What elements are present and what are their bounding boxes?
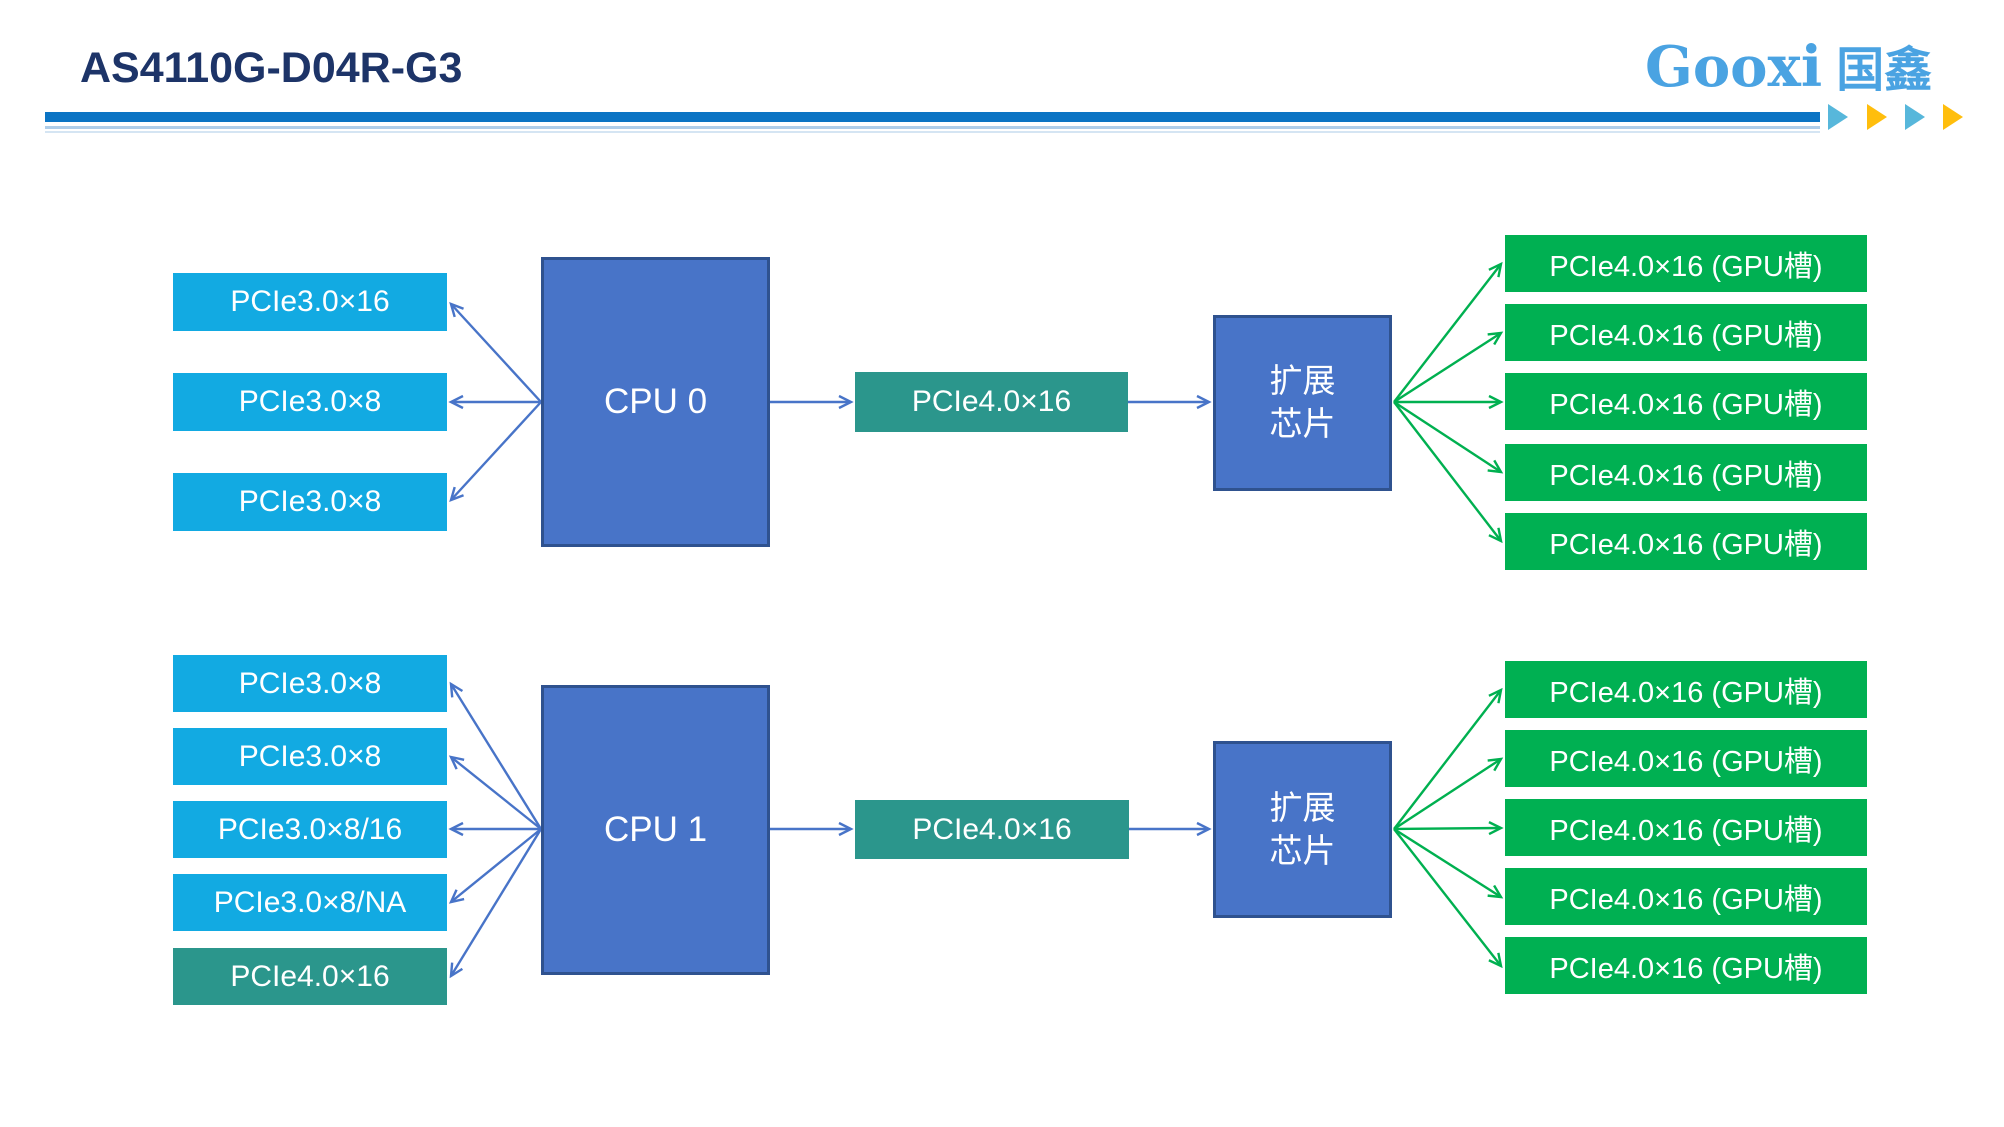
- expander-line2: 芯片: [1269, 405, 1336, 442]
- pcie-slot: PCIe3.0×16: [173, 273, 447, 331]
- arrow-expander-gpu0-top: [1393, 261, 1503, 403]
- accent-triangle-icon: [1943, 104, 1963, 130]
- arrow-cpu1-slot0: [449, 681, 543, 830]
- page-title: AS4110G-D04R-G3: [80, 44, 463, 92]
- header-rule-bar: [45, 112, 1820, 122]
- gpu-slot: PCIe4.0×16 (GPU槽): [1505, 868, 1867, 925]
- pcie-slot: PCIe3.0×8/16: [173, 801, 447, 858]
- arrow-expander-gpu1-bottom: [1393, 757, 1504, 831]
- arrow-cpu0-slot0: [449, 302, 542, 403]
- gooxi-logo: Gooxi 国鑫: [1645, 30, 1965, 100]
- arrow-cpu0-slot2: [449, 401, 542, 502]
- gpu-slot: PCIe4.0×16 (GPU槽): [1505, 937, 1867, 994]
- gpu-slot: PCIe4.0×16 (GPU槽): [1505, 304, 1867, 361]
- expander-line1: 扩展: [1269, 362, 1336, 400]
- pcie-slot: PCIe3.0×8/NA: [173, 874, 447, 931]
- header-rule-light: [45, 126, 1820, 129]
- arrow-cpu1-slot1: [448, 755, 542, 830]
- expander-line2: 芯片: [1269, 831, 1336, 869]
- pcie-slot: PCIe3.0×8: [173, 473, 447, 531]
- pcie-slot: PCIe3.0×8: [173, 728, 447, 785]
- expander-chip-block: 扩展 芯片: [1213, 315, 1392, 491]
- gpu-slot: PCIe4.0×16 (GPU槽): [1505, 661, 1867, 718]
- header-rule-faint: [45, 131, 1820, 133]
- gpu-slot: PCIe4.0×16 (GPU槽): [1505, 799, 1867, 856]
- uplink-pcie-block: PCIe4.0×16: [855, 800, 1129, 859]
- logo-latin-text: Gooxi: [1645, 34, 1823, 100]
- arrow-expander-gpu3-bottom: [1393, 827, 1504, 899]
- arrow-cpu1-slot3: [448, 828, 542, 904]
- pcie-slot: PCIe4.0×16: [173, 948, 447, 1005]
- uplink-pcie-block: PCIe4.0×16: [855, 372, 1128, 432]
- cpu1-block: CPU 1: [541, 685, 770, 975]
- arrow-expander-gpu1-top: [1393, 331, 1504, 404]
- gpu-slot: PCIe4.0×16 (GPU槽): [1505, 373, 1867, 430]
- pcie-slot: PCIe3.0×8: [173, 373, 447, 431]
- arrow-cpu1-slot4: [449, 828, 543, 979]
- gpu-slot: PCIe4.0×16 (GPU槽): [1505, 235, 1867, 292]
- gpu-slot: PCIe4.0×16 (GPU槽): [1505, 444, 1867, 501]
- accent-triangle-icon: [1867, 104, 1887, 130]
- gpu-slot: PCIe4.0×16 (GPU槽): [1505, 730, 1867, 787]
- arrow-expander-gpu0-bottom: [1393, 687, 1503, 830]
- arrow-expander-gpu3-top: [1393, 400, 1504, 474]
- expander-line1: 扩展: [1269, 788, 1336, 826]
- logo-cjk-text: 国鑫: [1836, 44, 1933, 97]
- gpu-slot: PCIe4.0×16 (GPU槽): [1505, 513, 1867, 570]
- pcie-slot: PCIe3.0×8: [173, 655, 447, 712]
- accent-triangle-icon: [1905, 104, 1925, 130]
- arrow-expander-gpu4-bottom: [1393, 828, 1503, 969]
- expander-chip-block: 扩展 芯片: [1213, 741, 1392, 918]
- cpu0-block: CPU 0: [541, 257, 770, 547]
- arrow-expander-gpu4-top: [1393, 401, 1503, 544]
- arrow-expander-gpu2-bottom: [1393, 821, 1504, 836]
- accent-triangle-icon: [1828, 104, 1848, 130]
